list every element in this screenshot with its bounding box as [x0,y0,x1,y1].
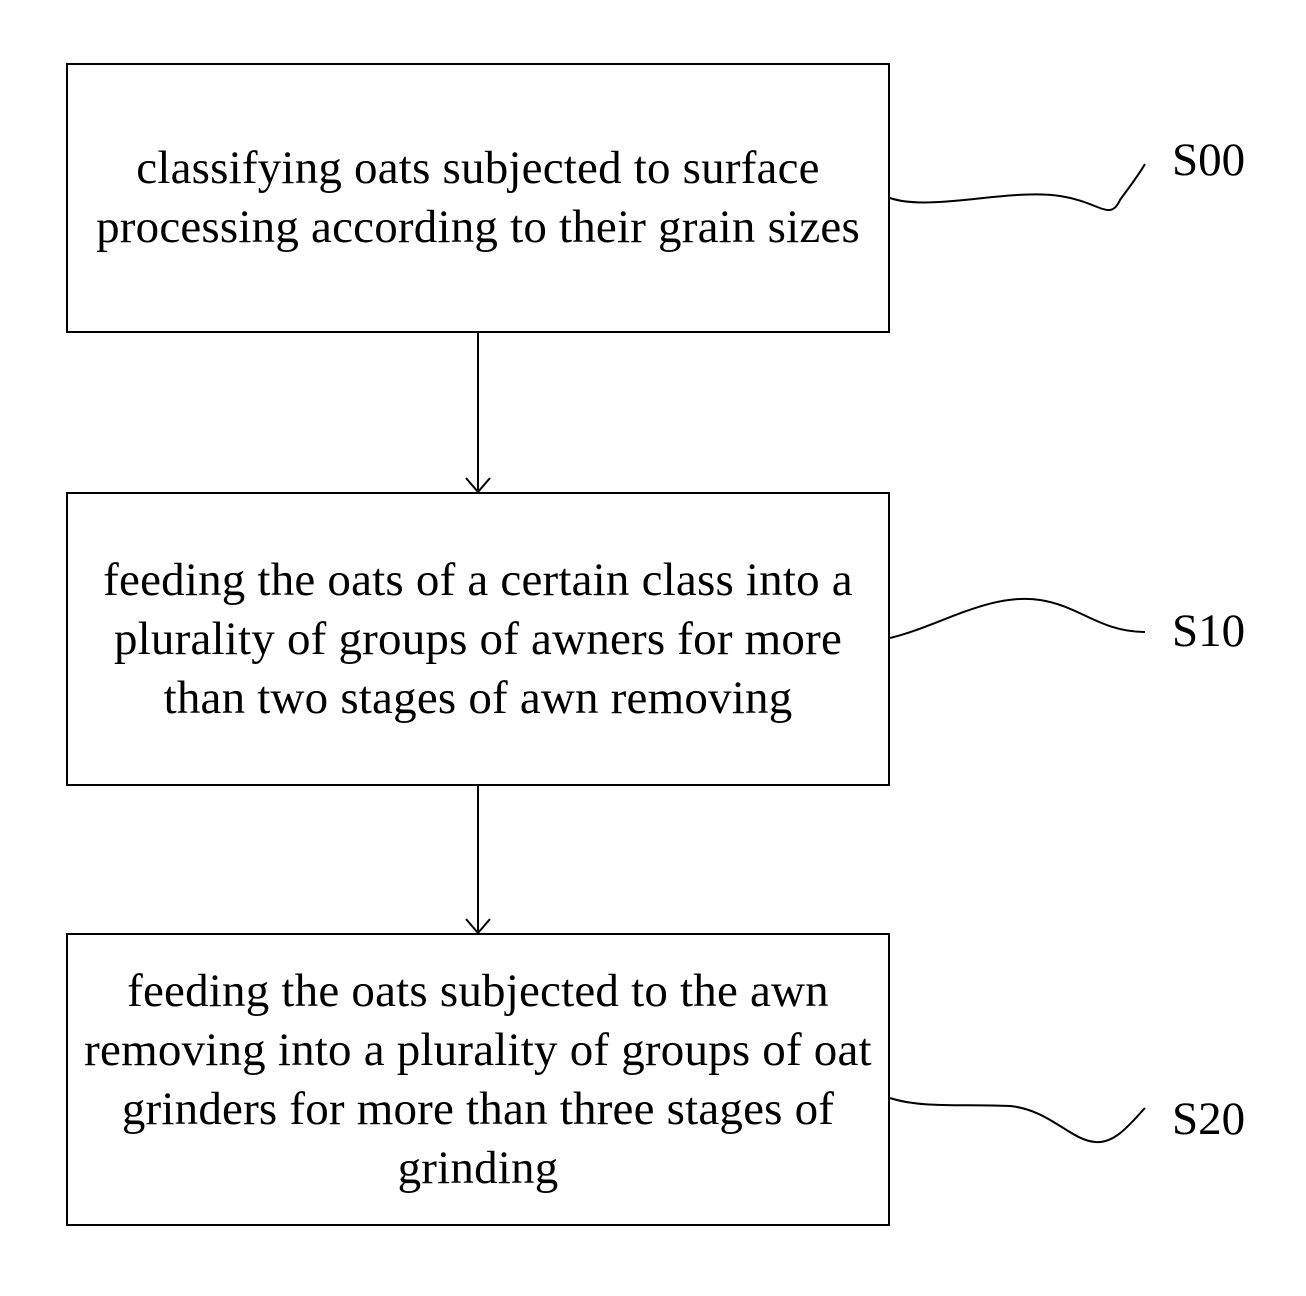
leader-line-s00 [890,164,1145,210]
leader-line-s20 [890,1098,1145,1142]
leader-line-s10 [890,599,1145,638]
